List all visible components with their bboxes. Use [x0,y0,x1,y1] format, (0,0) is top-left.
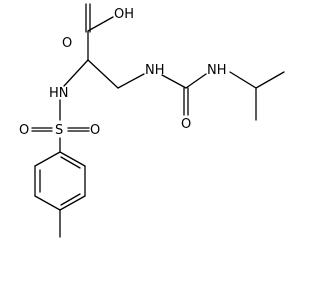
bond-ch-methyl-top [255,71,285,89]
ring-inner-double [60,156,81,169]
ring-bond [34,151,61,167]
sulfonamide-nh-label: HN [49,86,69,101]
ring-bond [59,195,86,211]
urea-group [161,71,285,121]
bond-carbonyl-nh [185,73,207,89]
backbone-bonds [63,59,145,89]
carboxylic-acid-group [85,3,114,61]
bond-cbeta-nh [117,73,145,89]
sulfonyl-o-left-label: O [19,123,29,138]
sulfonyl-group [31,99,90,153]
bond-nh-carbonyl [161,74,187,89]
chemical-structure-diagram: OH O HN S O O NH NH O [19,3,285,238]
bond-nh-ch [229,71,257,89]
ring-bond [34,195,61,211]
hydroxyl-label: OH [114,7,134,22]
urea-oxygen-label: O [181,117,191,132]
urea-nh-left-label: NH [145,63,165,78]
ring-bond [59,151,86,167]
tolyl-ring [34,151,86,238]
acid-oxygen-label: O [62,36,72,51]
bond-c-oh [87,16,114,32]
atom-labels: OH O HN S O O NH NH O [19,7,227,138]
sulfonyl-o-right-label: O [90,123,100,138]
urea-nh-right-label: NH [207,63,227,78]
bond-calpha-nh [63,59,89,87]
bond-calpha-cbeta [87,59,119,89]
ring-inner-double [60,193,81,206]
sulfur-label: S [55,123,63,138]
